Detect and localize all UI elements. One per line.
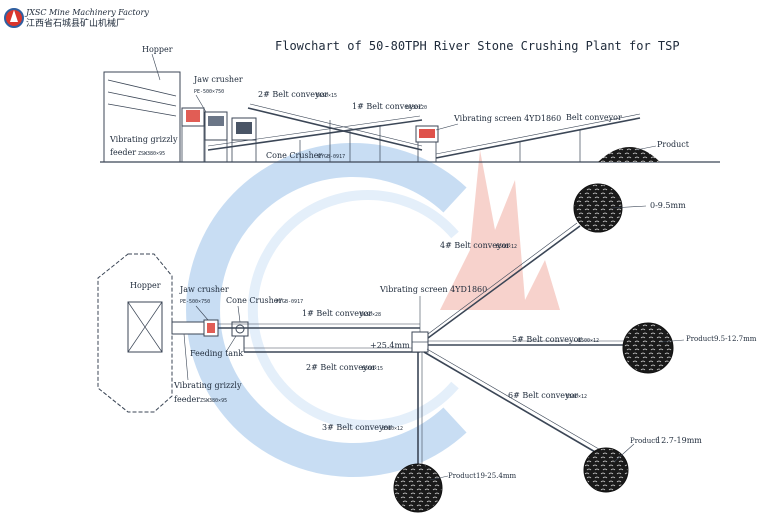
- page-title: Flowchart of 50-80TPH River Stone Crushi…: [275, 39, 680, 53]
- logo-name-cn: 江西省石城县矿山机械厂: [26, 17, 125, 29]
- plan-belt5-label: 5# Belt conveyor: [512, 335, 582, 344]
- plan-belt6-label: 6# Belt conveyor: [508, 391, 578, 400]
- plan-grizzly-feeder: [171, 321, 205, 335]
- logo-name-en: JXSC Mine Machinery Factory: [24, 8, 149, 17]
- elev-cone-model: PYGB-0917: [318, 154, 345, 160]
- plan-belt3-model: B500×12: [382, 426, 403, 432]
- plan-view: Hopper Jaw crusher PE-500×750 Vibrating …: [97, 183, 757, 513]
- stockpile-12.7-19: [583, 447, 629, 493]
- plan-hopper: [97, 253, 173, 413]
- plan-feeding-tank-label: Feeding tank: [190, 349, 243, 358]
- stockpile-0-9.5: [573, 183, 623, 233]
- plan-belt1-model: B650×28: [360, 312, 381, 318]
- elev-belt-1: [207, 119, 423, 151]
- stockpile-9.5-12.7: [622, 322, 674, 374]
- plan-hopper-label: Hopper: [130, 281, 161, 290]
- product-label-12.7-19-prefix: Product: [630, 437, 658, 445]
- plan-cone-label: Cone Crusher: [226, 296, 282, 305]
- plan-belt6-model: B500×12: [566, 394, 587, 400]
- plan-belt2-model: B500×15: [362, 366, 383, 372]
- plan-belt4-model: B500×12: [496, 244, 517, 250]
- elev-belt2-model: B650×15: [316, 93, 337, 99]
- company-logo: JXSC Mine Machinery Factory 江西省石城县矿山机械厂: [4, 8, 149, 29]
- plan-size-label: +25.4mm: [370, 341, 410, 350]
- elev-grizzly-label1: Vibrating grizzly: [109, 135, 178, 144]
- watermark-logo: [186, 143, 560, 477]
- plan-grizzly-model: ZSW380×95: [200, 398, 227, 404]
- plan-jaw-model: PE-500×750: [180, 299, 210, 305]
- plan-belt-6: [423, 351, 603, 457]
- hopper-chute: [107, 79, 177, 117]
- elev-belt1-label: 1# Belt conveyor: [352, 102, 422, 111]
- product-label-12.7-19: 12.7-19mm: [656, 436, 702, 445]
- plan-grizzly-label1: Vibrating grizzly: [173, 381, 242, 390]
- plan-cone-model: PYGB-0917: [276, 299, 303, 305]
- product-label-19-25.4: Product19-25.4mm: [448, 472, 516, 480]
- plan-belt3-label: 3# Belt conveyor: [322, 423, 392, 432]
- elev-cone-label: Cone Crusher: [266, 151, 322, 160]
- plan-belt5-model: B500×12: [578, 338, 599, 344]
- plan-belt2-label: 2# Belt conveyor: [306, 363, 376, 372]
- product-label-9.5-12.7: Product9.5-12.7mm: [686, 335, 757, 343]
- plan-jaw-label: Jaw crusher: [179, 285, 229, 294]
- elev-jaw-model: PE-500×750: [194, 89, 224, 95]
- elev-grizzly-model: ZSW380×95: [138, 151, 165, 157]
- elev-product-pile: [598, 147, 660, 162]
- elev-grizzly-label2: feeder: [110, 148, 136, 157]
- elev-hopper-label: Hopper: [142, 45, 173, 54]
- elev-jaw-label: Jaw crusher: [193, 75, 243, 84]
- elev-belt-label: Belt conveyor: [566, 113, 622, 122]
- elevation-view: Hopper Jaw crusher PE-500×750 Vibrating …: [100, 45, 720, 163]
- elev-belt-product: [435, 117, 641, 159]
- product-label-0-9.5: 0-9.5mm: [650, 201, 686, 210]
- plan-belt1-label: 1# Belt conveyor: [302, 309, 372, 318]
- plan-screen-label: Vibrating screen 4YD1860: [379, 285, 487, 294]
- hopper-building: [103, 71, 181, 162]
- elev-product-label: Product: [657, 140, 690, 149]
- elev-belt2-label: 2# Belt conveyor: [258, 90, 328, 99]
- elev-belt1-model: B650×20: [406, 105, 427, 111]
- plan-grizzly-label2: feeder: [174, 395, 200, 404]
- elev-screen-label: Vibrating screen 4YD1860: [453, 114, 561, 123]
- elev-belt-2: [247, 107, 423, 151]
- plan-belt4-label: 4# Belt conveyor: [440, 241, 510, 250]
- stockpile-19-25.4: [393, 463, 443, 513]
- plan-belt-4: [427, 225, 581, 339]
